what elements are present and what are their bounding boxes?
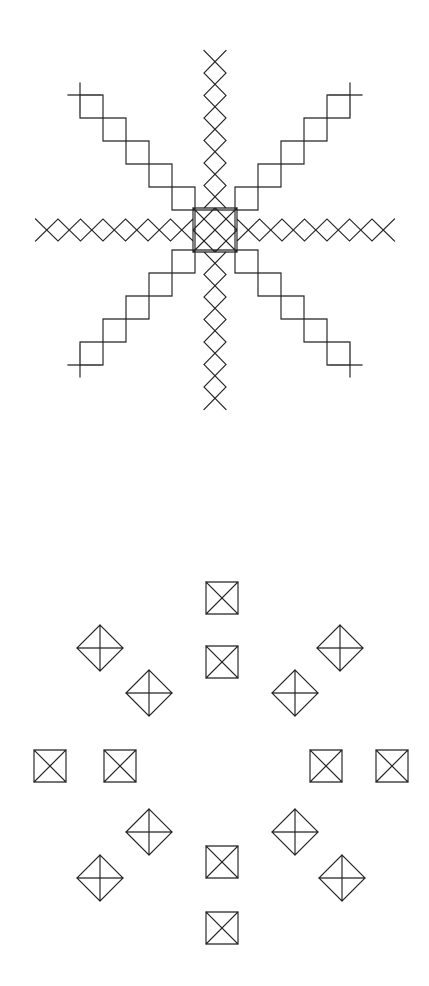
star-arm-northwest-stair-b bbox=[80, 95, 218, 210]
star-arm-southeast-stair-b bbox=[212, 250, 350, 365]
boxed-tile-south-inner bbox=[206, 846, 238, 878]
star-center-lattice bbox=[193, 208, 237, 252]
boxed-tile-west-inner bbox=[104, 750, 136, 782]
star-arm-north bbox=[204, 51, 226, 209]
boxed-tile-east-inner bbox=[310, 750, 342, 782]
star-arm-northeast-stair-b bbox=[212, 95, 350, 210]
star-arm-west-zig-b bbox=[36, 219, 194, 241]
diamond-tile-northeast-inner bbox=[272, 670, 318, 716]
diamond-tile-southeast-outer bbox=[319, 855, 365, 901]
boxed-tile-south-outer bbox=[206, 912, 238, 944]
diamond-tile-southwest-outer bbox=[77, 855, 123, 901]
star-arm-west bbox=[36, 219, 194, 241]
boxed-tile-west-outer bbox=[34, 750, 66, 782]
star-arm-northeast-stair-a bbox=[235, 95, 350, 233]
star-figure bbox=[36, 51, 395, 410]
tile-ring-figure bbox=[34, 582, 408, 944]
diamond-tile-northwest-outer bbox=[77, 625, 123, 671]
diamond-tile-northwest-inner bbox=[126, 670, 172, 716]
star-arm-southeast-stair-a bbox=[235, 227, 350, 365]
star-arm-south-zig-b bbox=[204, 252, 226, 410]
star-arm-east bbox=[237, 219, 395, 241]
boxed-tile-north-outer bbox=[206, 582, 238, 614]
diamond-tile-northeast-outer bbox=[317, 625, 363, 671]
boxed-tile-east-outer bbox=[376, 750, 408, 782]
star-arm-southwest-stair-b bbox=[80, 250, 218, 365]
star-arm-east-zig-b bbox=[237, 219, 395, 241]
star-arm-south bbox=[204, 252, 226, 410]
star-arm-north-zig-b bbox=[204, 51, 226, 209]
diamond-tile-southwest-inner bbox=[126, 809, 172, 855]
boxed-tile-north-inner bbox=[206, 646, 238, 678]
star-arm-northwest-stair-a bbox=[80, 95, 195, 233]
star-arm-southwest-stair-a bbox=[80, 227, 195, 365]
diamond-tile-southeast-inner bbox=[272, 809, 318, 855]
